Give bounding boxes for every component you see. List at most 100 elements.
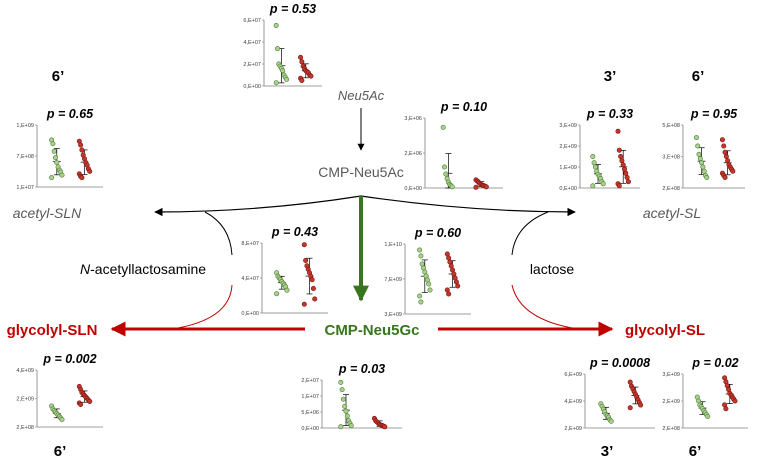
data-point	[701, 168, 707, 174]
data-point	[638, 402, 644, 408]
y-tick-label: 3,E+09	[662, 372, 680, 378]
data-point	[59, 172, 65, 178]
data-point	[348, 423, 354, 429]
mini-charts: p = 0.536,E+074,E+072,E+070,E+00p = 0.10…	[16, 2, 748, 432]
data-point	[274, 291, 280, 297]
label-glycolyl-sln-6: 6’	[54, 443, 67, 460]
chart-n-acetyllactosamine: p = 0.438,E+074,E+070,E+00	[241, 225, 328, 317]
series-green	[274, 270, 290, 297]
chart-acetyl-sln-6: p = 0.651,E+097,E+081,E+07	[16, 107, 103, 191]
data-point	[441, 164, 447, 170]
data-point	[618, 154, 624, 160]
data-point	[417, 247, 423, 253]
data-point	[473, 184, 479, 190]
data-point	[51, 148, 57, 154]
series-red	[301, 242, 318, 307]
data-point	[50, 141, 56, 147]
series-green	[590, 154, 606, 189]
data-point	[382, 424, 388, 430]
y-tick-label: 1,E+09	[559, 165, 577, 171]
y-tick-label: 2,E+09	[564, 426, 582, 432]
series-green	[49, 403, 65, 422]
series-green	[694, 394, 711, 419]
data-point	[443, 171, 449, 177]
y-tick-label: 2,E+09	[559, 144, 577, 150]
p-value-label: p = 0.03	[338, 362, 385, 376]
data-point	[705, 413, 711, 419]
chart-cmp-neu5ac: p = 0.103,E+062,E+060,E+00	[404, 100, 503, 192]
node-cmp-neu5gc: CMP-Neu5Gc	[324, 322, 419, 339]
data-point	[52, 155, 58, 161]
data-point	[79, 175, 85, 181]
data-point	[280, 68, 286, 74]
curve-lactose-red	[511, 284, 579, 330]
series-red	[76, 383, 93, 407]
node-glycolyl-sl: glycolyl-SL	[625, 322, 705, 339]
data-point	[78, 142, 84, 148]
y-tick-label: 4,E+07	[241, 276, 259, 282]
node-acetyl-sln: acetyl-SLN	[13, 205, 82, 221]
data-point	[592, 164, 598, 170]
chart-acetyl-sl-3: p = 0.333,E+092,E+091,E+090,E+00	[559, 107, 640, 192]
data-point	[274, 46, 280, 52]
series-red	[444, 251, 461, 297]
y-tick-label: 3,E+06	[404, 116, 422, 122]
node-neu5ac: Neu5Ac	[338, 88, 385, 103]
data-point	[87, 168, 93, 174]
y-tick-label: 2,E+09	[662, 399, 680, 405]
p-value-label: p = 0.95	[690, 107, 738, 121]
curve-lactose-black	[511, 211, 549, 256]
y-tick-label: 2,E+08	[662, 186, 680, 192]
data-point	[426, 281, 432, 287]
p-value-label: p = 0.0008	[589, 356, 650, 370]
y-tick-label: 0,E+00	[404, 186, 422, 192]
y-tick-label: 2,E+06	[404, 151, 422, 157]
data-point	[591, 160, 597, 166]
data-point	[719, 137, 725, 143]
y-tick-label: 2,E+08	[662, 426, 680, 432]
data-point	[338, 424, 344, 430]
data-point	[339, 387, 345, 393]
data-point	[343, 408, 349, 414]
y-tick-label: 2,E+08	[16, 425, 34, 431]
y-tick-label: 2,E+07	[243, 62, 261, 68]
node-cmp-neu5ac: CMP-Neu5Ac	[318, 164, 404, 180]
data-point	[308, 73, 314, 79]
y-tick-label: 7,E+08	[16, 154, 34, 160]
data-point	[600, 181, 606, 187]
pathway-arrows	[110, 108, 614, 337]
node-acetyl-sl: acetyl-SL	[643, 205, 701, 221]
position-labels: 6’ 3’ 6’ 6’ 3’ 6’	[52, 68, 705, 460]
y-tick-label: 0,E+00	[243, 84, 261, 90]
y-tick-label: 1,E+09	[16, 123, 34, 129]
p-value-label: p = 0.33	[586, 107, 633, 121]
data-point	[725, 158, 731, 164]
data-point	[693, 135, 699, 141]
p-value-label: p = 0.002	[42, 352, 96, 366]
data-point	[312, 296, 318, 302]
chart-cmp-neu5gc: p = 0.032,E+071,E+075,E+060,E+00	[301, 362, 402, 432]
data-point	[455, 283, 461, 289]
data-point	[298, 54, 304, 60]
data-point	[440, 124, 446, 130]
data-point	[54, 160, 60, 166]
chart-glycolyl-sl-6: p = 0.023,E+092,E+092,E+08	[662, 356, 748, 432]
data-point	[722, 175, 728, 181]
data-point	[699, 160, 705, 166]
series-red	[298, 54, 314, 84]
data-point	[616, 183, 622, 189]
data-point	[340, 396, 346, 402]
p-value-label: p = 0.65	[46, 107, 94, 121]
data-point	[697, 156, 703, 162]
data-point	[79, 147, 85, 153]
label-acetyl-sl-3: 3’	[604, 68, 617, 85]
data-point	[608, 418, 614, 424]
data-point	[418, 253, 424, 259]
data-point	[483, 184, 489, 190]
data-point	[427, 287, 433, 293]
label-glycolyl-sl-6: 6’	[689, 443, 702, 460]
data-point	[342, 403, 348, 409]
y-tick-label: 6,E+07	[243, 18, 261, 24]
node-labels: Neu5Ac CMP-Neu5Ac acetyl-SLN acetyl-SL N…	[7, 88, 705, 339]
